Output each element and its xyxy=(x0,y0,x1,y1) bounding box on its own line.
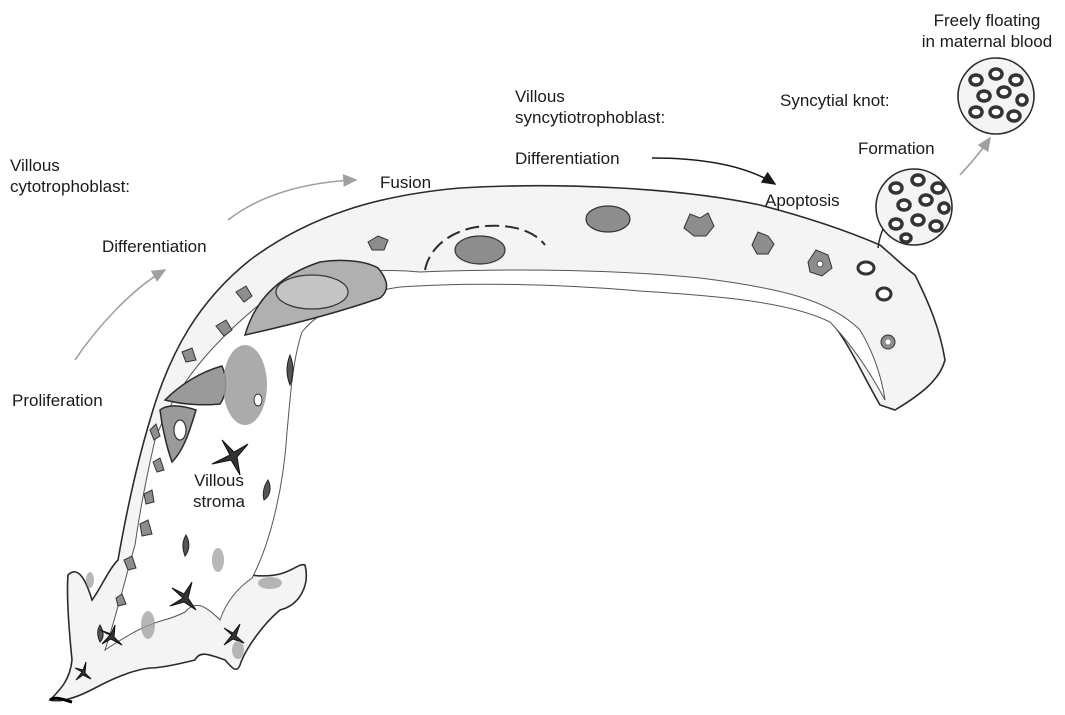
syncytial-nucleus xyxy=(586,206,630,232)
label-villous-stroma-line1: Villous xyxy=(184,470,254,491)
fusion-nucleus xyxy=(455,236,505,264)
label-villous-stroma-line2: stroma xyxy=(184,491,254,512)
label-fusion: Fusion xyxy=(380,172,431,193)
label-apoptosis: Apoptosis xyxy=(765,190,840,211)
label-villous-cytotrophoblast: Villous cytotrophoblast: xyxy=(10,155,130,197)
label-differentiation-left: Differentiation xyxy=(102,236,207,257)
label-freely-floating-line1: Freely floating xyxy=(912,10,1062,31)
label-differentiation-right: Differentiation xyxy=(515,148,620,169)
syncytial-knot-free xyxy=(958,58,1034,134)
syncytial-knot-forming xyxy=(876,169,952,248)
label-formation: Formation xyxy=(858,138,935,159)
label-villous-cytotrophoblast-line1: Villous xyxy=(10,155,130,176)
label-villous-cytotrophoblast-line2: cytotrophoblast: xyxy=(10,176,130,197)
label-freely-floating: Freely floating in maternal blood xyxy=(912,10,1062,52)
proliferation-arrow xyxy=(75,270,165,360)
cytotrophoblast-nucleus xyxy=(276,275,348,309)
floating-arrow xyxy=(960,138,990,175)
label-villous-syncytio-line2: syncytiotrophoblast: xyxy=(515,107,665,128)
stroma-capillary xyxy=(223,345,267,425)
label-villous-syncytiotrophoblast: Villous syncytiotrophoblast: xyxy=(515,86,665,128)
label-proliferation: Proliferation xyxy=(12,390,103,411)
label-freely-floating-line2: in maternal blood xyxy=(912,31,1062,52)
differentiation-arrow-right xyxy=(652,158,775,184)
label-villous-syncytio-line1: Villous xyxy=(515,86,665,107)
label-villous-stroma: Villous stroma xyxy=(184,470,254,512)
label-syncytial-knot: Syncytial knot: xyxy=(780,90,890,111)
